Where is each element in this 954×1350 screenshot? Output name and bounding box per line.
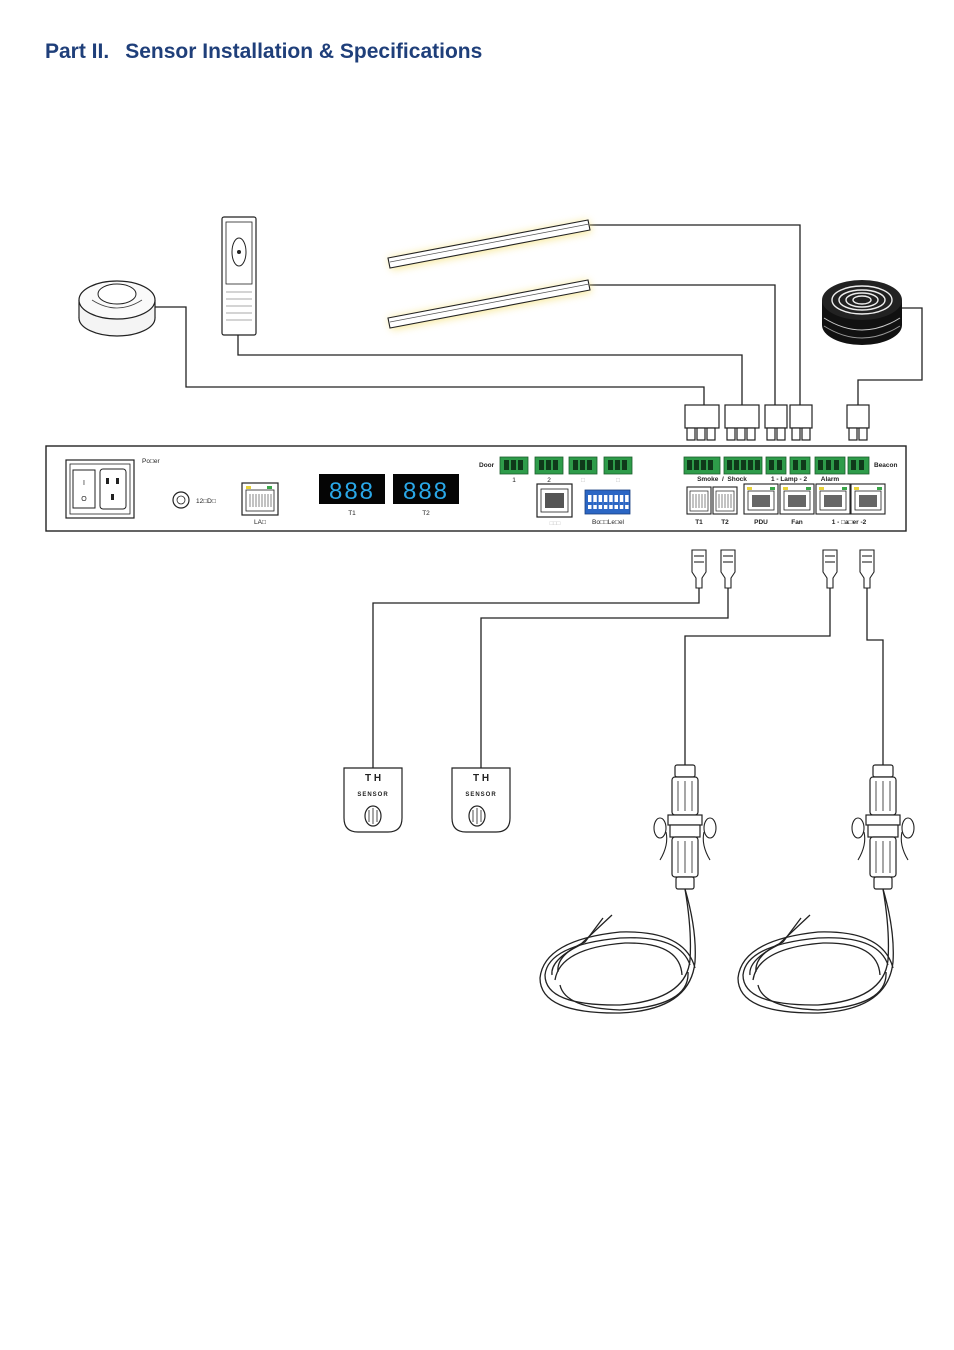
door-label: Door [479, 462, 495, 469]
lan-port[interactable] [241, 482, 279, 516]
sensor-terminal-slots [687, 460, 864, 470]
smoke-detector [78, 280, 156, 337]
port-fan-label: Fan [791, 519, 803, 526]
rj-plugs [691, 549, 875, 589]
door-2-label: 2 [547, 477, 551, 484]
plug-t2 [720, 549, 736, 589]
rs485-port[interactable] [536, 483, 573, 518]
lan-label: LA□ [254, 519, 266, 526]
dip-switch[interactable] [584, 489, 631, 515]
water-sensor-2 [737, 764, 915, 1014]
th-sensor-1-title: T H [365, 773, 381, 784]
th-sensor-1-sub: SENSOR [357, 792, 388, 798]
svg-text:I: I [83, 480, 85, 487]
dc-jack[interactable] [172, 491, 190, 509]
svg-text:O: O [81, 496, 87, 503]
display-t2-label: T2 [422, 510, 430, 517]
plug-shock [724, 404, 760, 441]
th-sensor-2-title: T H [473, 773, 489, 784]
display-t1-label: T1 [348, 510, 356, 517]
th-sensor-2-sub: SENSOR [465, 792, 496, 798]
plug-lamp-2 [789, 404, 813, 441]
dc-label: 12□D□ [196, 498, 216, 505]
display-t2-value: 888 [403, 478, 449, 505]
board-level-label: Bo□□Le□el [592, 519, 625, 526]
th-sensor-1: T H SENSOR [343, 767, 403, 833]
page-title: Part II. Sensor Installation & Specificat… [45, 40, 498, 64]
plug-t1 [691, 549, 707, 589]
port-t2[interactable] [712, 486, 738, 515]
display-t2: 888 [393, 474, 459, 505]
port-t1-label: T1 [695, 519, 703, 526]
door-4-label: □ [616, 477, 620, 484]
th-sensor-2: T H SENSOR [451, 767, 511, 833]
lamp-2 [387, 279, 592, 330]
plug-lamp-1 [764, 404, 788, 441]
water-sensor-1 [539, 764, 717, 1014]
beacon-label: Beacon [874, 462, 898, 469]
port-t2-label: T2 [721, 519, 729, 526]
display-t1-value: 888 [329, 478, 375, 505]
port-pdu[interactable] [743, 483, 779, 515]
smoke-shock-label: Smoke / Shock [697, 476, 747, 483]
port-fan[interactable] [779, 483, 815, 515]
controller-panel: I O Po□er 12□D□ LA□ [45, 445, 907, 532]
door-3-label: □ [581, 477, 585, 484]
heading-label: Sensor Installation & Specifications [125, 40, 483, 63]
door-sensor [221, 216, 257, 336]
plug-water-2 [859, 549, 875, 589]
door-terminal-slots [504, 460, 627, 470]
power-inlet[interactable]: I O [65, 459, 135, 519]
port-water-2[interactable] [850, 483, 886, 515]
port-water-1[interactable] [815, 483, 851, 515]
wires-top [150, 224, 923, 405]
rs485-label: □□□ [550, 521, 561, 527]
beacon [822, 280, 902, 345]
port-pdu-label: PDU [754, 519, 768, 526]
wires-bottom [372, 588, 884, 768]
port-water-label: 1 - □a□er -2 [832, 519, 867, 526]
plug-smoke [684, 404, 720, 441]
top-plugs [684, 404, 870, 441]
door-1-label: 1 [512, 477, 516, 484]
display-t1: 888 [319, 474, 385, 505]
port-t1[interactable] [686, 486, 712, 515]
alarm-label: Alarm [821, 476, 840, 483]
power-label: Po□er [142, 458, 160, 465]
lamp-1 [387, 219, 592, 270]
part-label: Part II. [45, 40, 110, 63]
plug-beacon [846, 404, 870, 441]
plug-water-1 [822, 549, 838, 589]
lamp-label: 1 - Lamp - 2 [771, 476, 808, 483]
